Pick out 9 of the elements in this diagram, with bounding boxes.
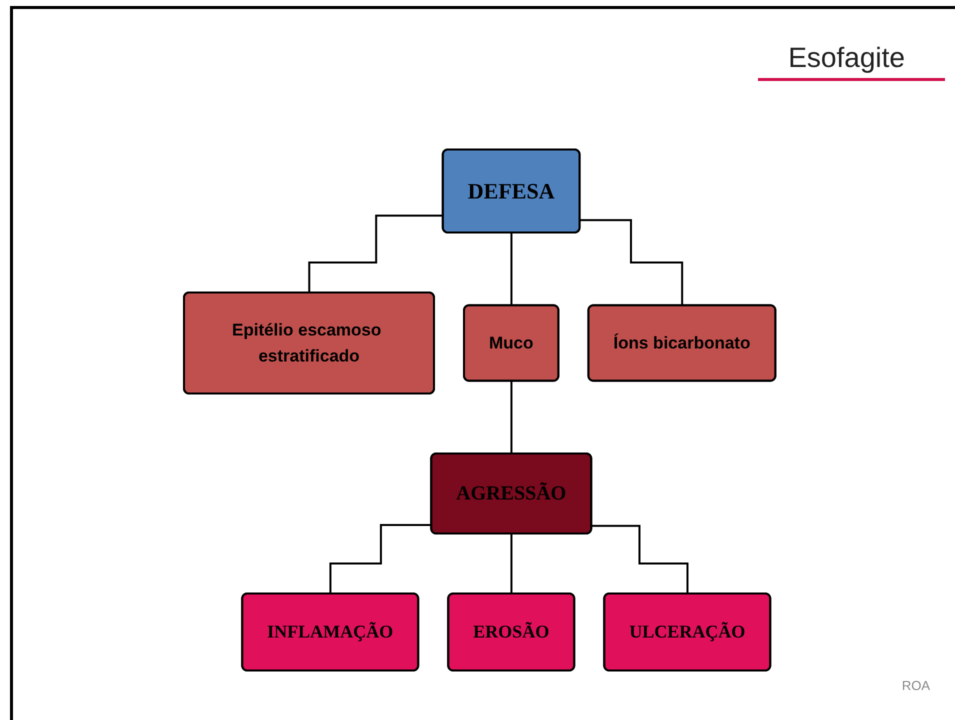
connector	[308, 214, 444, 294]
connector	[580, 219, 684, 307]
connector	[592, 524, 690, 595]
note-text: ROA	[902, 678, 930, 693]
connector	[510, 533, 513, 595]
slide-title: Esofagite	[758, 42, 945, 81]
connector	[510, 380, 513, 455]
connector	[510, 232, 513, 307]
connector	[330, 524, 432, 595]
